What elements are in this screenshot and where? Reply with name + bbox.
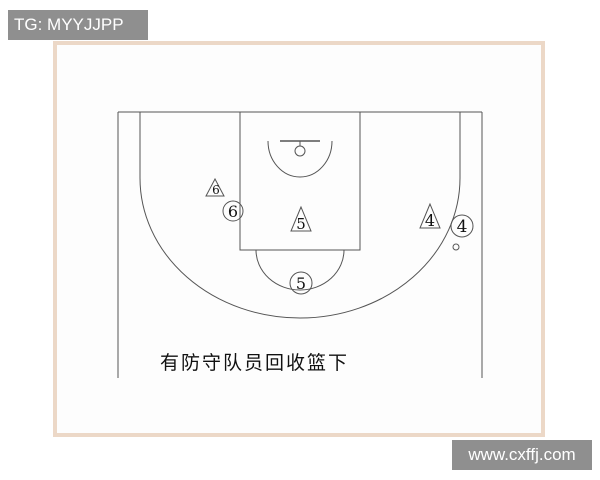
- restricted-area-arc: [267, 140, 333, 178]
- defense-marker-4: [450, 214, 474, 238]
- watermark-tag-bottom: www.cxffj.com: [452, 440, 592, 470]
- offense-marker-5: [290, 205, 312, 232]
- free-throw-lane: [239, 111, 361, 251]
- defense-marker-6-label: 6: [228, 202, 238, 221]
- diagram-frame: [53, 41, 545, 437]
- ball-icon: [452, 243, 460, 251]
- offense-marker-6: [205, 177, 225, 197]
- offense-marker-6-label: 6: [212, 183, 220, 197]
- watermark-tag-top: TG: MYYJJPP: [8, 10, 148, 40]
- defense-marker-5: [289, 271, 313, 295]
- offense-marker-4-label: 4: [425, 211, 435, 230]
- diagram-caption: 有防守队员回收篮下: [160, 352, 350, 374]
- offense-marker-4: [419, 202, 441, 229]
- defense-marker-5-label: 5: [296, 274, 306, 293]
- offense-marker-5-label: 5: [296, 215, 306, 233]
- basket-rim: [294, 145, 306, 157]
- defense-marker-6: [222, 200, 244, 222]
- free-throw-circle: [255, 249, 345, 291]
- defense-marker-4-label: 4: [457, 217, 468, 237]
- three-point-arc: [139, 177, 461, 319]
